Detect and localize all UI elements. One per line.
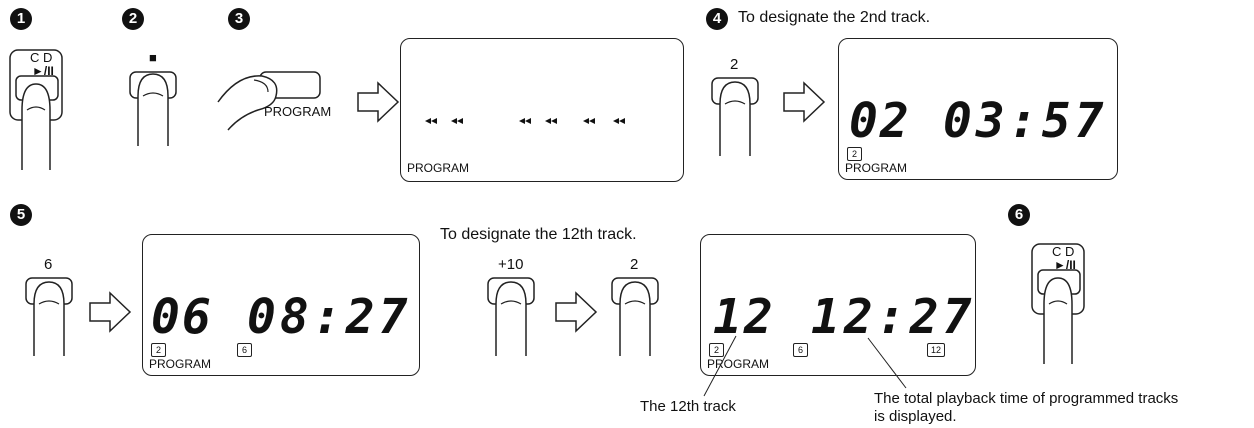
dash-segments <box>425 118 625 124</box>
callout-line-total-time <box>867 337 907 389</box>
program-slot-box: 6 <box>237 343 252 357</box>
callout-line-12th-track <box>703 335 737 397</box>
track-readout: 02 <box>849 93 911 149</box>
arrow-right-icon <box>357 81 400 123</box>
step-5-badge: 5 <box>10 204 32 226</box>
lcd-display-4: 12 12:27 2 6 12 PROGRAM <box>700 234 976 376</box>
program-slot-box: 2 <box>151 343 166 357</box>
play-pause-label: ►/II <box>1054 258 1076 272</box>
time-readout: 03:57 <box>943 93 1108 149</box>
step-2-badge: 2 <box>122 8 144 30</box>
arrow-right-icon <box>89 291 132 333</box>
finger-press-icon <box>25 277 73 356</box>
program-slot-box: 2 <box>847 147 862 161</box>
program-indicator: PROGRAM <box>407 161 470 175</box>
cd-label: C D <box>30 50 53 65</box>
lcd-display-3: 06 08:27 2 6 PROGRAM <box>142 234 420 376</box>
finger-press-icon <box>217 71 321 131</box>
finger-press-icon <box>487 277 535 356</box>
key-label: +10 <box>498 256 524 273</box>
program-label: PROGRAM <box>264 104 332 119</box>
program-slot-box: 2 <box>709 343 724 357</box>
plus-10-key[interactable]: +10 <box>482 256 542 356</box>
track-readout: 06 <box>151 289 213 345</box>
program-slot-box: 6 <box>793 343 808 357</box>
step-4-caption: To designate the 2nd track. <box>738 9 931 26</box>
key-label: 2 <box>630 256 639 273</box>
arrow-right-icon <box>555 291 598 333</box>
key-label: 6 <box>44 256 53 273</box>
cd-play-button-step1[interactable]: C D ►/II <box>6 46 90 170</box>
cd-label: C D <box>1052 244 1075 259</box>
finger-press-icon <box>611 277 659 356</box>
total-time-caption: The total playback time of programmed tr… <box>874 390 1179 407</box>
track-readout: 12 <box>713 289 775 345</box>
stop-icon: ■ <box>149 50 157 65</box>
finger-press-icon <box>1031 243 1085 364</box>
lcd-display-2: 02 03:57 2 PROGRAM <box>838 38 1118 180</box>
program-indicator: PROGRAM <box>149 357 212 371</box>
twelfth-track-caption: The 12th track <box>640 398 736 415</box>
number-key-2[interactable]: 2 <box>706 56 766 156</box>
step-4-badge: 4 <box>706 8 728 30</box>
total-time-caption-line2: is displayed. <box>874 408 957 425</box>
step-1-badge: 1 <box>10 8 32 30</box>
cd-play-button-step6[interactable]: C D ►/II <box>1028 240 1112 364</box>
finger-press-icon <box>9 49 63 170</box>
number-key-6[interactable]: 6 <box>20 256 80 356</box>
number-key-2-second[interactable]: 2 <box>606 256 666 356</box>
step-6-badge: 6 <box>1008 204 1030 226</box>
time-readout: 12:27 <box>811 289 976 345</box>
finger-press-icon <box>129 71 177 146</box>
play-pause-label: ►/II <box>32 64 54 78</box>
key-label: 2 <box>730 56 739 73</box>
program-indicator: PROGRAM <box>845 161 908 175</box>
arrow-right-icon <box>783 81 826 123</box>
step-5-caption: To designate the 12th track. <box>440 226 637 243</box>
finger-press-icon <box>711 77 759 156</box>
time-readout: 08:27 <box>247 289 412 345</box>
step-3-badge: 3 <box>228 8 250 30</box>
lcd-display-1: PROGRAM <box>400 38 684 182</box>
program-button[interactable]: PROGRAM <box>217 66 338 136</box>
program-slot-box: 12 <box>927 343 945 357</box>
stop-button[interactable]: ■ <box>124 46 184 146</box>
